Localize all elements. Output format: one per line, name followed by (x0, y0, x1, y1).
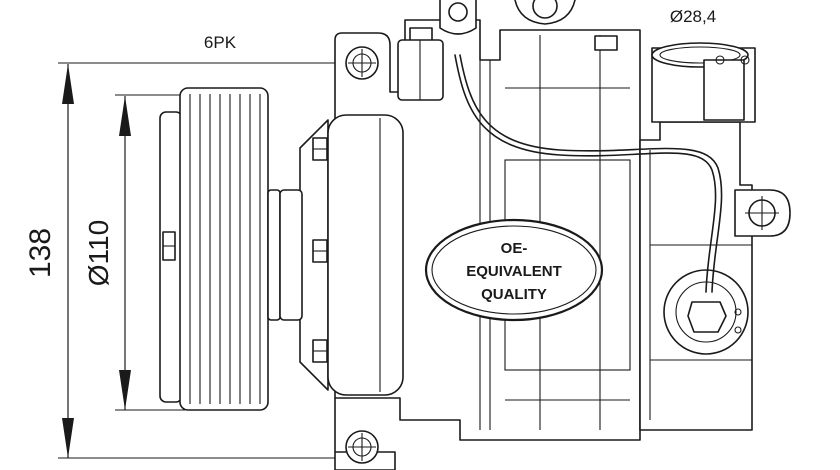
port-diameter-label: Ø28,4 (670, 7, 716, 26)
pulley-diameter-label: Ø110 (83, 220, 114, 286)
badge-line-1: OE- (501, 240, 528, 257)
badge-line-2: EQUIVALENT (466, 263, 562, 280)
arrow-up-icon (62, 64, 74, 104)
mount-boss-top (345, 46, 379, 80)
arrow-down-icon (119, 370, 131, 410)
overall-height-label: 138 (24, 228, 57, 278)
dimension-138 (58, 62, 360, 459)
control-valve (663, 269, 749, 355)
mount-boss-bottom (345, 430, 379, 464)
pulley (159, 87, 281, 411)
wiring-cable (454, 54, 723, 293)
belt-type-label: 6PK (204, 33, 237, 52)
arrow-down-icon (62, 418, 74, 458)
oe-quality-badge: OE- EQUIVALENT QUALITY (424, 218, 604, 322)
front-housing (279, 119, 329, 391)
side-mount-boss (734, 189, 791, 237)
badge-line-3: QUALITY (481, 286, 547, 303)
arrow-up-icon (119, 96, 131, 136)
dimension-110 (115, 94, 185, 411)
suction-port (651, 42, 756, 123)
